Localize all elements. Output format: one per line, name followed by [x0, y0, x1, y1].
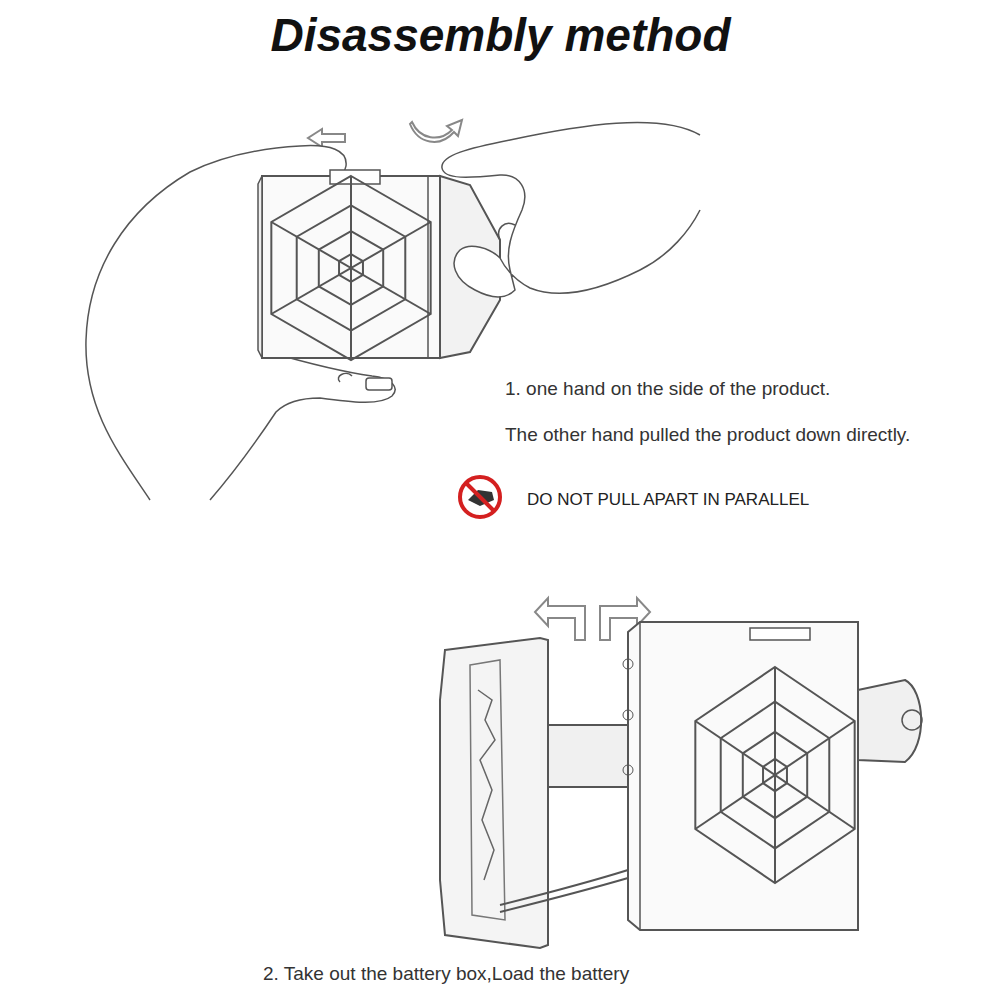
product-body: [623, 622, 922, 930]
title: Disassembly method: [0, 8, 1001, 62]
prohibition-icon: [460, 477, 500, 517]
right-hand: [442, 122, 700, 296]
step-text: 2. Take out the battery box,Load the bat…: [263, 963, 629, 985]
step-text: The other hand pulled the product down d…: [505, 424, 910, 446]
battery-box: [440, 638, 628, 948]
step-text: 1. one hand on the side of the product.: [505, 378, 830, 400]
warning-text: DO NOT PULL APART IN PARALLEL: [527, 490, 809, 510]
motion-arrows: [308, 120, 462, 147]
